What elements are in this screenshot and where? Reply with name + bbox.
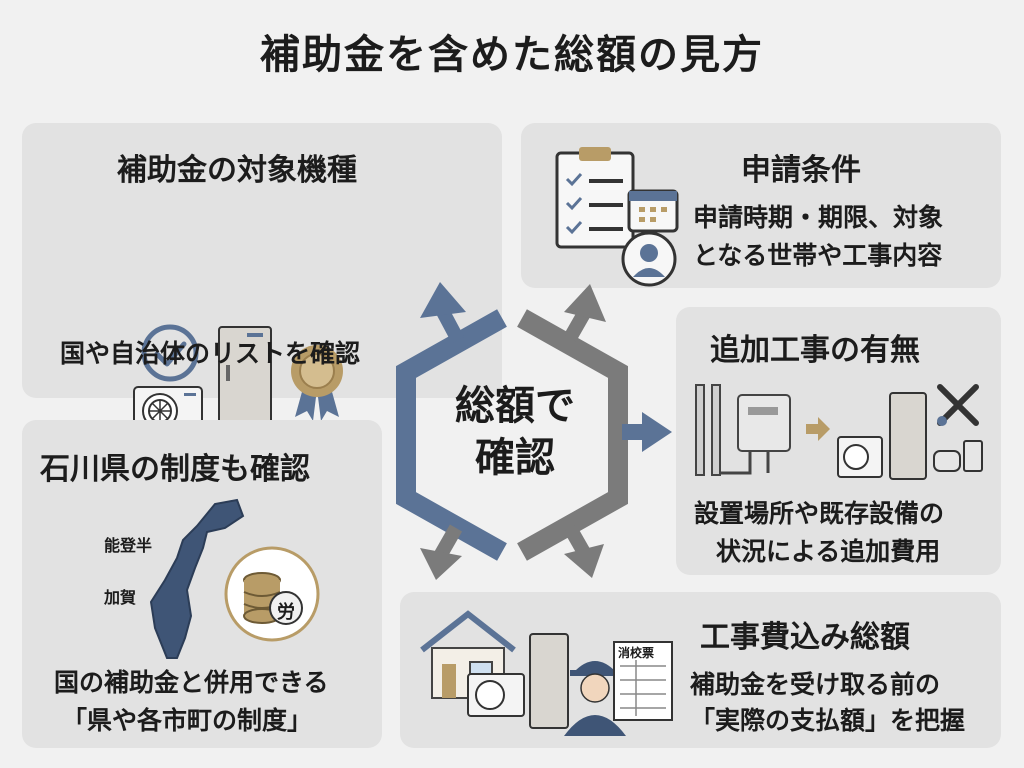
- tools-icon: [937, 384, 979, 426]
- card-text-line-1: 設置場所や既存設備の: [694, 499, 945, 528]
- card-total-cost: 消校票 工事費込み総額 補助金を受け取る前の 「実際の支払額」を把握: [400, 592, 1001, 748]
- calendar-icon: [627, 189, 679, 233]
- card-title: 追加工事の有無: [710, 333, 920, 368]
- hub-label-line-2: 確認: [475, 435, 555, 481]
- worker-icon: [564, 661, 626, 736]
- hub-label-line-1: 総額で: [455, 383, 575, 429]
- invoice-label: 消校票: [618, 646, 655, 660]
- card-text-line-1: 補助金を受け取る前の: [690, 670, 941, 699]
- check-circle-icon: [141, 324, 199, 382]
- card-ishikawa-system: 石川県の制度も確認 能登半 加賀 労 国の補助金と併用できる 「県や各市町の制度…: [22, 420, 382, 748]
- arrow-right-icon: [806, 417, 830, 441]
- map-label-kaga: 加賀: [104, 588, 137, 607]
- card-title: 工事費込み総額: [700, 620, 910, 655]
- card-title: 補助金の対象機種: [117, 153, 357, 188]
- card-title: 申請条件: [741, 153, 861, 188]
- water-tank-icon: [529, 633, 569, 729]
- map-label-noto: 能登半: [104, 536, 153, 555]
- ishikawa-map-icon: [149, 498, 245, 659]
- hub-label: 総額で 確認: [420, 380, 610, 484]
- person-icon: [621, 231, 677, 287]
- card-extra-construction: 追加工事の有無 設置場所や既存設備の 状況による追加費用: [676, 307, 1001, 575]
- card-text-line-1: 国の補助金と併用できる: [54, 668, 329, 697]
- heat-pump-set-icon: [837, 392, 983, 480]
- card-text-line-2: 状況による追加費用: [716, 537, 941, 566]
- card-text-line-2: となる世帯や工事内容: [693, 241, 943, 270]
- coin-label: 労: [277, 602, 295, 623]
- outdoor-unit-icon: [467, 673, 525, 717]
- pipes-boiler-icon: [695, 384, 791, 476]
- card-text-line-2: 「実際の支払額」を把握: [690, 706, 966, 735]
- card-application-conditions: 申請条件 申請時期・期限、対象 となる世帯や工事内容: [521, 123, 1001, 288]
- card-text: 国や自治体のリストを確認: [60, 339, 361, 368]
- card-title: 石川県の制度も確認: [40, 452, 310, 487]
- page-title: 補助金を含めた総額の見方: [260, 32, 764, 78]
- card-text-line-2: 「県や各市町の制度」: [62, 706, 313, 735]
- award-badge-icon: [291, 345, 343, 421]
- coin-stack-icon: [224, 546, 320, 642]
- clipboard-checklist-icon: [555, 147, 635, 249]
- invoice-icon: [613, 641, 673, 721]
- card-text-line-1: 申請時期・期限、対象: [693, 203, 944, 232]
